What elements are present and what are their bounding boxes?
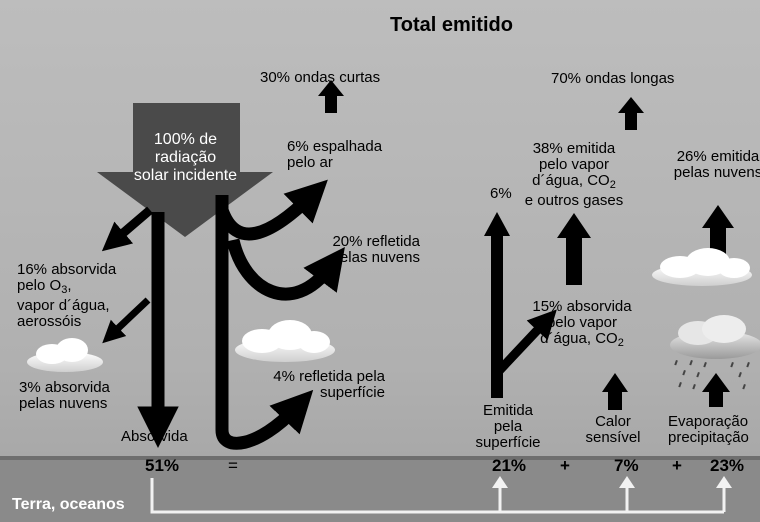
ground-bracket-arrowheads — [492, 476, 732, 488]
cloud-reflected-arrow — [226, 238, 345, 301]
shortwave-total-arrow — [318, 80, 344, 113]
evaporation-arrow — [702, 373, 730, 407]
six-pct-label: 6% — [490, 185, 512, 202]
clouds-emitted-label: 26% emitida pelas nuvens — [673, 148, 760, 181]
longwave-total-label: 70% ondas longas — [551, 70, 675, 87]
absorbed-clouds-label: 3% absorvida pelas nuvens — [19, 379, 110, 412]
up-arrows — [318, 80, 734, 410]
diagram-title: Total emitido — [390, 14, 513, 36]
cloud-absorbed-arrow — [102, 297, 151, 344]
absorbed-label: Absorvida — [121, 428, 188, 445]
absorbed-pct: 51% — [145, 456, 180, 475]
scattered-air-label: 6% espalhada pelo ar — [287, 138, 383, 171]
evaporation-pct: 23% — [710, 456, 745, 475]
ground-bracket — [150, 478, 726, 514]
vapor-absorbed-label: 15% absorvida pelo vapor d´água, CO2 — [532, 298, 632, 350]
rain-drops — [674, 359, 750, 390]
ground-label: Terra, oceanos — [12, 496, 125, 513]
equals-sign: = — [228, 456, 238, 475]
shortwave-arrows — [101, 179, 345, 450]
rain-cloud — [670, 315, 760, 390]
cloud-right — [652, 248, 752, 286]
o3-absorbed-arrow — [101, 206, 153, 252]
evaporation-label: Evaporação precipitação — [668, 413, 749, 446]
incident-radiation-label: 100% de radiação solar incidente — [133, 131, 238, 184]
plus-sign-1: + — [560, 456, 570, 475]
six-pct-arrow — [484, 212, 510, 398]
surface-emitted-label: Emitida pela superfície — [475, 402, 541, 451]
cloud-middle — [235, 320, 335, 362]
sensible-pct: 7% — [614, 456, 639, 475]
vapor-emitted-label: 38% emitida pelo vapor d´água, CO2 e out… — [524, 140, 624, 210]
surface-reflected-arrow — [215, 195, 314, 450]
longwave-total-arrow — [618, 97, 644, 130]
ground-edge — [0, 456, 760, 460]
reflected-clouds-label: 20% refletida pelas nuvens — [331, 233, 420, 266]
reflected-surface-label: 4% refletida pela superfície — [273, 368, 385, 401]
plus-sign-2: + — [672, 456, 682, 475]
incident-solar-arrow — [97, 103, 273, 237]
absorbed-o3-label: 16% absorvida pelo O3, vapor d´água, aer… — [17, 261, 117, 330]
sensible-heat-label: Calor sensível — [585, 413, 641, 446]
vapor-absorbed-arrow — [493, 309, 557, 398]
shortwave-total-label: 30% ondas curtas — [260, 69, 381, 86]
cloud-left — [27, 338, 103, 372]
sensible-heat-arrow — [602, 373, 628, 410]
surface-pct: 21% — [492, 456, 527, 475]
scattered-air-arrow — [215, 179, 328, 241]
vapor-emitted-arrow — [557, 213, 591, 285]
